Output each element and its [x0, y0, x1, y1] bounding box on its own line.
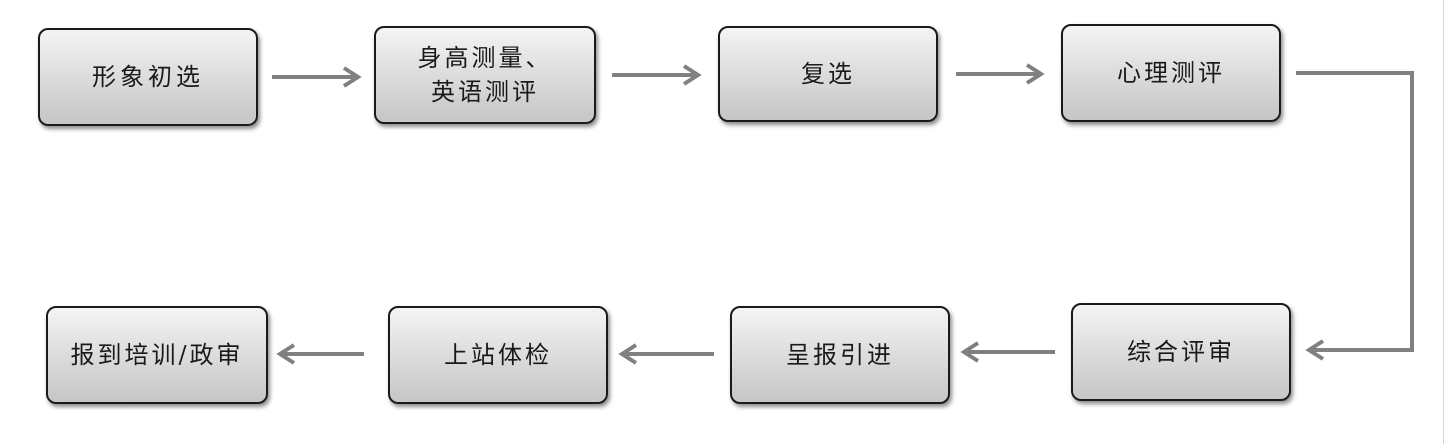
arrow-step4-to-step5	[1296, 71, 1414, 361]
flow-step-2: 身高测量、 英语测评	[374, 26, 596, 124]
arrow-step7-to-step8	[276, 343, 364, 365]
flow-step-5: 综合评审	[1071, 303, 1291, 401]
arrow-step5-to-step6	[960, 341, 1055, 363]
flow-step-4: 心理测评	[1061, 24, 1281, 122]
flow-step-8: 报到培训/政审	[46, 306, 268, 404]
flow-step-1: 形象初选	[38, 28, 258, 126]
arrow-step3-to-step4	[956, 63, 1045, 85]
flow-step-7: 上站体检	[388, 306, 608, 404]
flow-step-3: 复选	[718, 26, 938, 122]
flow-step-7-label: 上站体检	[444, 341, 552, 369]
flow-step-1-label: 形象初选	[92, 63, 204, 91]
page-edge-line	[1443, 0, 1444, 444]
flow-step-3-label: 复选	[801, 60, 855, 88]
arrow-step2-to-step3	[612, 64, 702, 86]
flow-step-2-label: 身高测量、 英语测评	[417, 44, 553, 106]
arrow-step6-to-step7	[618, 343, 714, 365]
flow-step-5-label: 综合评审	[1127, 338, 1235, 366]
flow-step-8-label: 报到培训/政审	[70, 341, 244, 369]
arrow-step1-to-step2	[272, 66, 362, 88]
flow-step-4-label: 心理测评	[1117, 59, 1225, 87]
flow-step-6-label: 呈报引进	[786, 341, 894, 369]
flow-step-6: 呈报引进	[730, 306, 950, 404]
